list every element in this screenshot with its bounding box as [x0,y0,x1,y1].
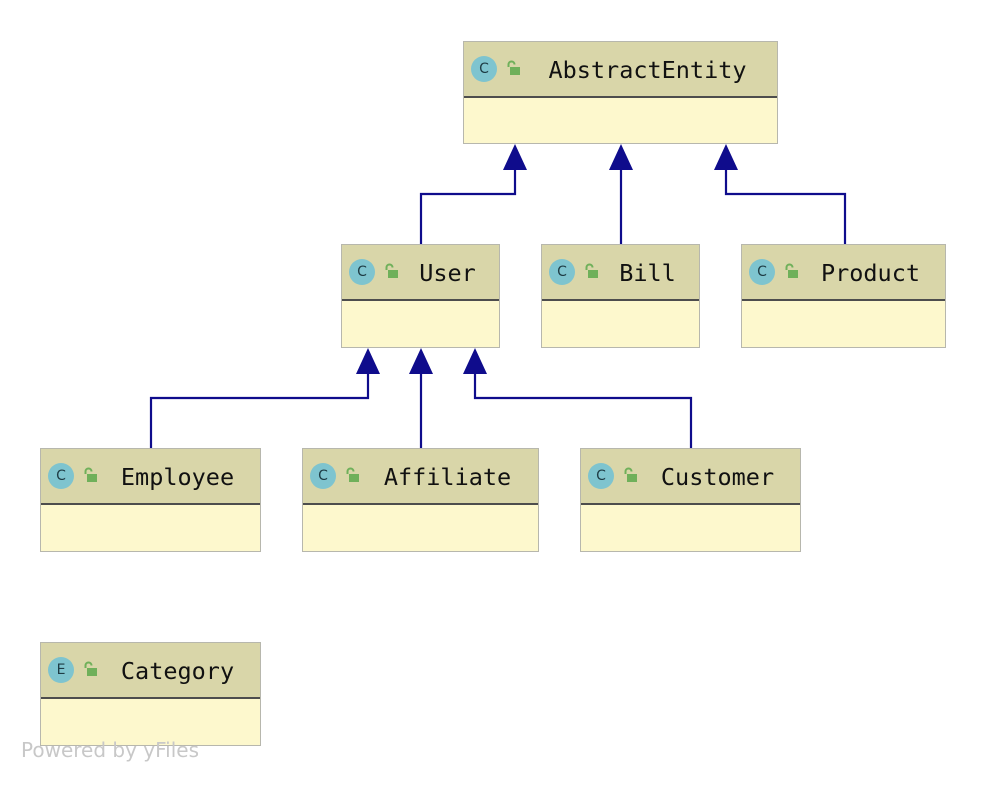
arrowhead-customer-to-user [463,348,487,374]
class-header: C Customer [581,449,800,505]
class-header: C Bill [542,245,699,301]
class-name: User [419,259,476,287]
class-header: C User [342,245,499,301]
public-lock-icon [84,467,97,482]
public-lock-icon [346,467,359,482]
class-name: Affiliate [383,463,512,491]
edge-customer-to-user [473,372,693,448]
edge-user-to-abstractentity [419,168,517,244]
class-icon: C [310,463,336,489]
class-icon: C [588,463,614,489]
class-node-customer[interactable]: C Customer [580,448,801,552]
public-lock-icon [785,263,798,278]
class-node-employee[interactable]: C Employee [40,448,261,552]
public-lock-icon [385,263,398,278]
class-header: C Employee [41,449,260,505]
arrowhead-affiliate-to-user [409,348,433,374]
public-lock-icon [585,263,598,278]
public-lock-icon [624,467,637,482]
edge-employee-to-user [149,372,370,448]
class-node-user[interactable]: C User [341,244,500,348]
arrowhead-user-to-abstractentity [503,144,527,170]
class-icon: C [48,463,74,489]
class-icon: C [749,259,775,285]
class-icon: C [349,259,375,285]
class-icon: C [471,56,497,82]
class-name: Bill [619,259,676,287]
class-name: Customer [660,463,775,491]
enum-icon: E [48,657,74,683]
class-name: Product [820,259,921,287]
enum-node-category[interactable]: E Category [40,642,261,746]
arrowhead-product-to-abstractentity [714,144,738,170]
arrowhead-employee-to-user [356,348,380,374]
class-node-abstractentity[interactable]: C AbstractEntity [463,41,778,144]
class-header: C Product [742,245,945,301]
class-header: C AbstractEntity [464,42,777,98]
public-lock-icon [84,661,97,676]
class-node-product[interactable]: C Product [741,244,946,348]
class-icon: C [549,259,575,285]
public-lock-icon [507,60,520,75]
edge-product-to-abstractentity [724,168,847,244]
class-node-affiliate[interactable]: C Affiliate [302,448,539,552]
yfiles-watermark: Powered by yFiles [21,738,199,762]
class-name: AbstractEntity [548,56,747,84]
class-name: Employee [120,463,235,491]
enum-name: Category [120,657,235,685]
enum-header: E Category [41,643,260,699]
class-header: C Affiliate [303,449,538,505]
class-node-bill[interactable]: C Bill [541,244,700,348]
arrowhead-bill-to-abstractentity [609,144,633,170]
